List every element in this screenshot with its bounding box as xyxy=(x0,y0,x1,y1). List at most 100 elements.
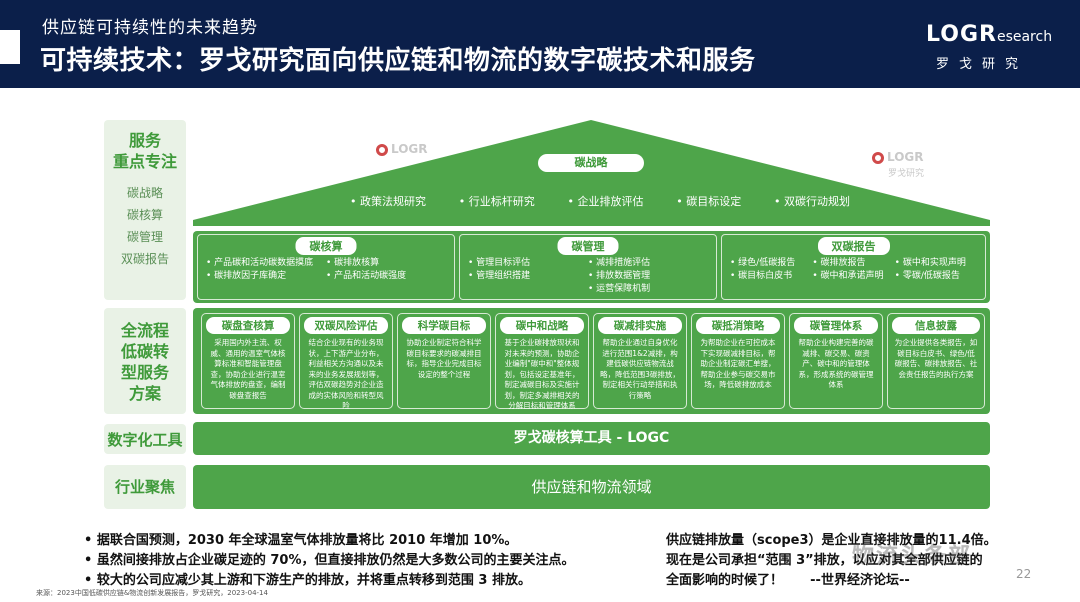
strategy-item: 企业排放评估 xyxy=(568,193,644,209)
logo-letter-o: O xyxy=(940,22,960,47)
category-service-focus-list: 碳战略 碳核算 碳管理 双碳报告 xyxy=(104,182,186,270)
solution-description: 为企业提供各类报告，如碳目标白皮书、绿色/低碳报告、碳排放报告、社会责任报告的执… xyxy=(894,338,978,379)
list-item: 双碳报告 xyxy=(120,252,169,266)
watermark-cn: 罗戈研究 xyxy=(888,169,925,179)
key-point: 较大的公司应减少其上游和下游生产的排放，并将重点转移到范围 3 排放。 xyxy=(84,571,664,591)
slide-subtitle: 供应链可持续性的未来趋势 xyxy=(42,18,258,38)
solution-box: 碳抵消策略 为帮助企业在可控成本下实现碳减排目标，帮助企业制定碳汇单搜，帮助企业… xyxy=(691,313,785,409)
strategy-item: 双碳行动规划 xyxy=(774,193,850,209)
service-item: 碳中和承诺声明 xyxy=(812,270,894,283)
service-box-dual-carbon-report: 双碳报告 绿色/低碳报告 碳目标白皮书 碳排放报告 碳中和承诺声明 碳中和实现声… xyxy=(721,234,986,300)
service-item: 绿色/低碳报告 xyxy=(730,257,812,270)
slide-title: 可持续技术：罗戈研究面向供应链和物流的数字碳技术和服务 xyxy=(40,46,756,76)
solution-description: 为帮助企业在可控成本下实现碳减排目标，帮助企业制定碳汇单搜，帮助企业参与碳交易市… xyxy=(700,338,776,389)
service-column: 碳排放报告 碳中和承诺声明 xyxy=(812,257,894,283)
service-item: 产品和活动碳强度 xyxy=(326,270,446,283)
strategy-item: 行业标杆研究 xyxy=(459,193,535,209)
service-column: 碳中和实现声明 零碳/低碳报告 xyxy=(895,257,977,283)
quote-line: 供应链排放量（scope3）是企业直接排放量的11.4倍。 xyxy=(666,533,997,548)
service-item: 排放数据管理 xyxy=(588,270,708,283)
service-column: 减排措施评估 排放数据管理 运营保障机制 xyxy=(588,257,708,296)
service-item: 减排措施评估 xyxy=(588,257,708,270)
category-service-focus-title-1: 服务 xyxy=(128,131,161,150)
logo-letter-l: L xyxy=(926,22,941,47)
logo-ring-icon xyxy=(376,143,388,156)
page-number: 22 xyxy=(1016,567,1032,581)
solution-box: 信息披露 为企业提供各类报告，如碳目标白皮书、绿色/低碳报告、碳排放报告、社会责… xyxy=(887,313,985,409)
industry-focus-band: 供应链和物流领域 xyxy=(193,465,990,509)
category-solution-line: 全流程 xyxy=(120,321,169,340)
solution-label: 双碳风险评估 xyxy=(304,317,388,334)
category-solution-line: 方案 xyxy=(128,384,161,403)
service-item: 运营保障机制 xyxy=(588,283,708,296)
logr-logo: LOGResearch 罗戈研究 xyxy=(926,22,1066,78)
category-digital-tool-title: 数字化工具 xyxy=(107,431,183,449)
service-column: 绿色/低碳报告 碳目标白皮书 xyxy=(730,257,812,283)
key-points-list: 据联合国预测，2030 年全球温室气体排放量将比 2010 年增加 10%。 虽… xyxy=(84,531,664,591)
service-column: 产品碳和活动碳数据摸底 碳排放因子库确定 xyxy=(206,257,326,283)
key-point: 虽然间接排放占企业碳足迹的 70%，但直接排放仍然是大多数公司的主要关注点。 xyxy=(84,551,664,571)
solution-description: 基于企业碳排放现状和对未来的预测，协助企业编制"碳中和"整体规划，包括设定基准年… xyxy=(504,338,580,410)
category-industry-focus: 行业聚焦 xyxy=(104,465,186,509)
digital-tool-band: 罗戈碳核算工具 - LOGC xyxy=(193,422,990,455)
solution-box: 双碳风险评估 结合企业现有的业务现状，上下游产业分布，利益相关方沟通以及未来的业… xyxy=(299,313,393,410)
list-item: 碳管理 xyxy=(126,230,163,244)
strategy-item: 政策法规研究 xyxy=(350,193,426,209)
service-label: 碳管理 xyxy=(557,237,619,255)
strategy-item: 碳目标设定 xyxy=(676,193,741,209)
solution-box: 科学碳目标 协助企业制定符合科学碳目标要求的碳减排目标，指导企业完成目标设定的整… xyxy=(397,313,491,409)
service-box-carbon-management: 碳管理 管理目标评估 管理组织搭建 减排措施评估 排放数据管理 运营保障机制 xyxy=(459,234,717,300)
service-item: 碳排放因子库确定 xyxy=(206,270,326,283)
service-item: 管理目标评估 xyxy=(468,257,588,270)
solution-label: 科学碳目标 xyxy=(402,317,486,334)
solution-box: 碳管理体系 帮助企业构建完善的碳减排、碳交易、碳资产、碳中和的管理体系，形成系统… xyxy=(789,313,883,409)
logo-brand: LOGResearch xyxy=(926,22,1066,47)
category-solution-line: 型服务 xyxy=(120,363,169,382)
service-item: 碳排放报告 xyxy=(812,257,894,270)
watermark-logo: LOGR xyxy=(376,142,428,156)
service-label: 碳核算 xyxy=(295,237,357,255)
strategy-items: 政策法规研究 行业标杆研究 企业排放评估 碳目标设定 双碳行动规划 xyxy=(350,193,850,209)
logo-chinese-name: 罗戈研究 xyxy=(936,57,1029,72)
solution-description: 采用国内外主流、权威、通用的温室气体核算标准和智能管理盘查，协助企业进行温室气体… xyxy=(210,338,286,400)
overlay-watermark-text: 物流头条部 xyxy=(852,544,973,569)
solution-description: 帮助企业通过自身优化进行范围1&2减排，构建低碳供应链物流战略，降低范围3碳排放… xyxy=(600,338,680,400)
slide-header: 供应链可持续性的未来趋势 可持续技术：罗戈研究面向供应链和物流的数字碳技术和服务… xyxy=(0,0,1080,88)
logo-letter-r: R xyxy=(979,22,997,47)
solution-description: 结合企业现有的业务现状，上下游产业分布，利益相关方沟通以及未来的业务发展规划等，… xyxy=(308,338,384,410)
category-solution-line: 低碳转 xyxy=(120,342,169,361)
watermark-brand: LOGR xyxy=(887,150,924,164)
solution-label: 碳减排实施 xyxy=(598,317,682,334)
strategy-label: 碳战略 xyxy=(538,154,644,172)
service-item: 碳排放核算 xyxy=(326,257,446,270)
list-item: 碳核算 xyxy=(126,208,163,222)
solution-label: 信息披露 xyxy=(892,317,980,334)
service-label: 双碳报告 xyxy=(817,237,890,255)
solution-box: 碳盘查核算 采用国内外主流、权威、通用的温室气体核算标准和智能管理盘查，协助企业… xyxy=(201,313,295,409)
key-point: 据联合国预测，2030 年全球温室气体排放量将比 2010 年增加 10%。 xyxy=(84,531,664,551)
source-note: 来源：2023中国低碳供应链&物流创新发展报告，罗戈研究，2023-04-14 xyxy=(36,589,268,597)
list-item: 碳战略 xyxy=(126,186,163,200)
solution-description: 帮助企业构建完善的碳减排、碳交易、碳资产、碳中和的管理体系，形成系统的碳管理体系 xyxy=(798,338,874,389)
solution-description: 协助企业制定符合科学碳目标要求的碳减排目标，指导企业完成目标设定的整个过程 xyxy=(406,338,482,379)
service-box-carbon-accounting: 碳核算 产品碳和活动碳数据摸底 碳排放因子库确定 碳排放核算 产品和活动碳强度 xyxy=(197,234,455,300)
solution-label: 碳抵消策略 xyxy=(696,317,780,334)
service-item: 产品碳和活动碳数据摸底 xyxy=(206,257,326,270)
solution-label: 碳管理体系 xyxy=(794,317,878,334)
watermark-brand: LOGR xyxy=(391,142,428,156)
watermark-logo: LOGR xyxy=(872,150,924,164)
service-item: 碳中和实现声明 xyxy=(895,257,977,270)
category-industry-focus-title: 行业聚焦 xyxy=(114,478,175,496)
service-column: 管理目标评估 管理组织搭建 xyxy=(468,257,588,296)
service-column: 碳排放核算 产品和活动碳强度 xyxy=(326,257,446,283)
category-digital-tool: 数字化工具 xyxy=(104,424,186,454)
quote-line: 现在是公司承担“范围 3”排放，以应对其全部供应链的 xyxy=(666,553,983,568)
house-roof xyxy=(193,120,990,226)
solution-box: 碳减排实施 帮助企业通过自身优化进行范围1&2减排，构建低碳供应链物流战略，降低… xyxy=(593,313,687,409)
solution-box: 碳中和战略 基于企业碳排放现状和对未来的预测，协助企业编制"碳中和"整体规划，包… xyxy=(495,313,589,410)
header-accent-bar xyxy=(0,30,20,64)
logo-letter-g: G xyxy=(959,22,979,47)
category-solution: 全流程 低碳转 型服务 方案 xyxy=(104,308,186,414)
category-service-focus-title-2: 重点专注 xyxy=(112,152,177,171)
logo-research-text: esearch xyxy=(996,29,1053,45)
